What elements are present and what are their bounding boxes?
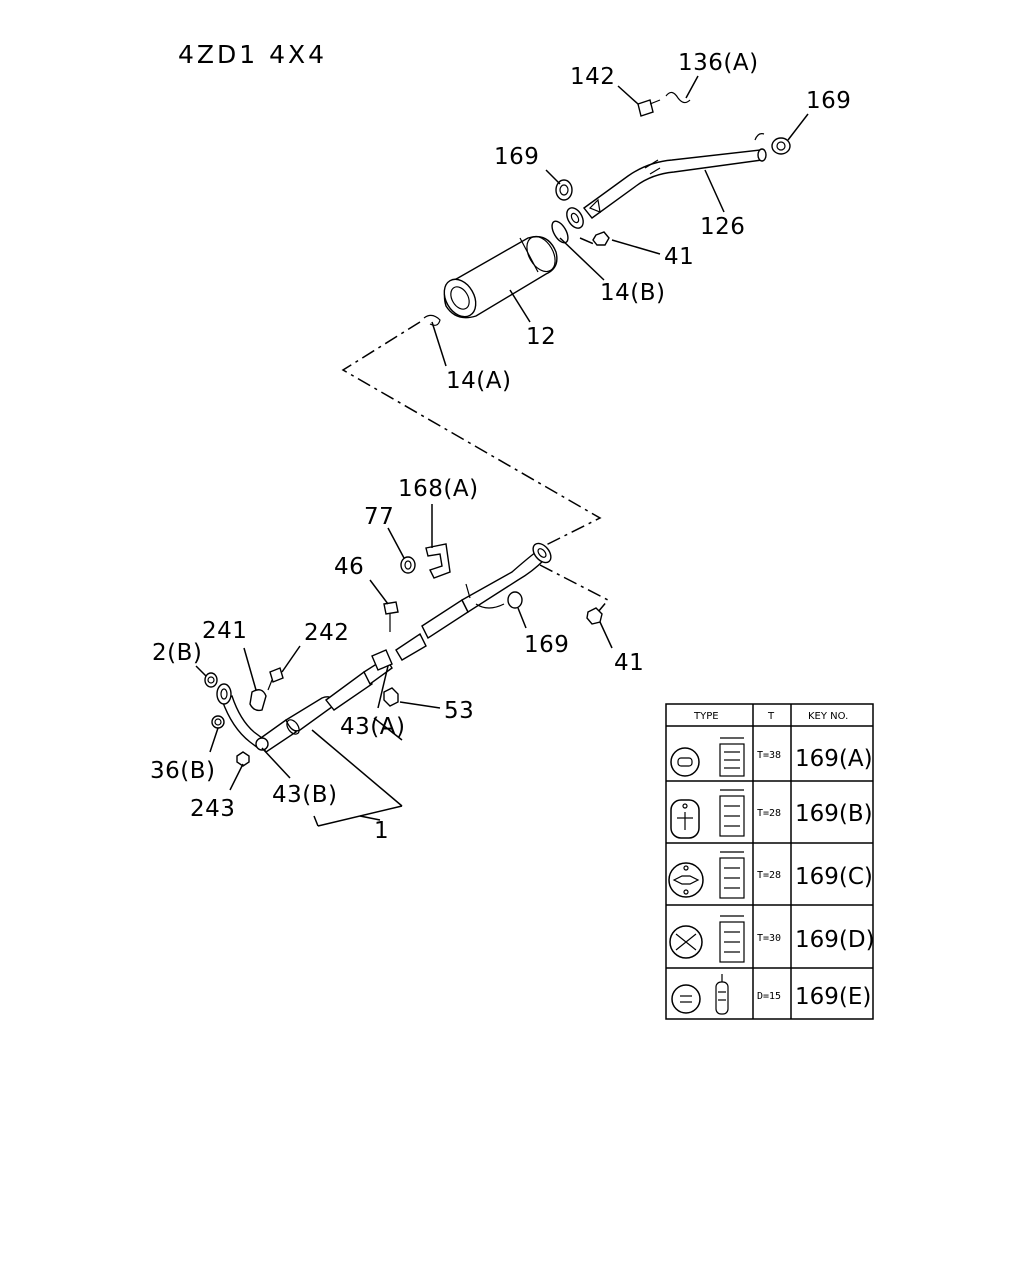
table-header-t: T: [767, 711, 775, 722]
callout-169-top: 169: [806, 88, 851, 114]
callout-242: 242: [304, 620, 349, 646]
type-b-icon: [670, 789, 745, 839]
small-parts: [204, 543, 603, 767]
callout-46: 46: [334, 554, 364, 580]
type-e-icon: [671, 974, 729, 1015]
callout-41-top: 41: [664, 244, 694, 270]
callout-12: 12: [526, 324, 556, 350]
row-e-t: D=15: [757, 991, 781, 1002]
callout-168a: 168(A): [398, 476, 479, 502]
gasket-14b: [551, 220, 569, 244]
front-pipe-assembly: [216, 542, 552, 753]
type-d-icon: [669, 915, 745, 963]
callout-labels: 142 136(A) 169 169 126 41 14(B) 12 14(A)…: [150, 50, 851, 844]
nut-2b: [204, 672, 218, 688]
connection-line-nut: [539, 564, 610, 613]
front-flange: [216, 683, 232, 705]
bolt-142: [637, 99, 654, 117]
nut-41-top: [592, 231, 610, 246]
type-a-icon: [670, 737, 745, 777]
callout-53: 53: [444, 698, 474, 724]
callout-169-mid: 169: [524, 632, 569, 658]
leader-lines: [195, 75, 809, 827]
rubber-77: [400, 556, 416, 574]
pipe-flange: [532, 542, 552, 564]
hanger-rubber-type-table: TYPE T KEY NO.: [665, 703, 875, 1020]
bolt-242: [269, 667, 284, 683]
row-a-t: T=38: [757, 750, 781, 761]
bracket-168a: [425, 543, 451, 579]
tail-pipe-126: [582, 149, 763, 219]
callout-77: 77: [364, 504, 394, 530]
type-c-icon: [668, 851, 745, 899]
ring-14a: [423, 314, 441, 326]
row-b-key: 169(B): [795, 801, 873, 827]
callout-243: 243: [190, 796, 235, 822]
nut-243: [236, 751, 250, 767]
row-e-key: 169(E): [795, 984, 871, 1010]
callout-41-mid: 41: [614, 650, 644, 676]
hanger-rubber-169-tail: [771, 137, 791, 155]
callout-14a: 14(A): [446, 368, 511, 394]
row-c-t: T=28: [757, 870, 781, 881]
callout-241: 241: [202, 618, 247, 644]
callout-43b: 43(B): [272, 782, 338, 808]
nut-53: [383, 687, 399, 707]
clamp-43a: [371, 649, 393, 671]
connection-line-top: [579, 237, 595, 245]
table-header-type: TYPE: [693, 711, 719, 722]
callout-1: 1: [374, 818, 389, 844]
flange-ring: [566, 207, 584, 229]
callout-43a: 43(A): [340, 714, 405, 740]
clip-136a: [665, 91, 691, 104]
callout-136a: 136(A): [678, 50, 759, 76]
callout-14b: 14(B): [600, 280, 666, 306]
row-c-key: 169(C): [795, 864, 873, 890]
row-a-key: 169(A): [795, 746, 873, 772]
hanger-rubber-169-mid: [507, 591, 523, 609]
diagram-title: 4ZD1 4X4: [178, 40, 327, 69]
row-d-t: T=30: [757, 933, 781, 944]
callout-2b: 2(B): [152, 640, 202, 666]
callout-169-flange: 169: [494, 144, 539, 170]
hanger-rubber-169: [555, 179, 573, 201]
row-b-t: T=28: [757, 808, 781, 819]
table-header-key: KEY NO.: [808, 711, 848, 722]
callout-36b: 36(B): [150, 758, 216, 784]
row-d-key: 169(D): [795, 927, 875, 953]
callout-126: 126: [700, 214, 745, 240]
gasket-36b: [211, 715, 225, 729]
bolt-46: [383, 601, 399, 615]
plug-241: [249, 689, 267, 712]
muffler-assembly: [423, 91, 791, 326]
callout-142: 142: [570, 64, 615, 90]
